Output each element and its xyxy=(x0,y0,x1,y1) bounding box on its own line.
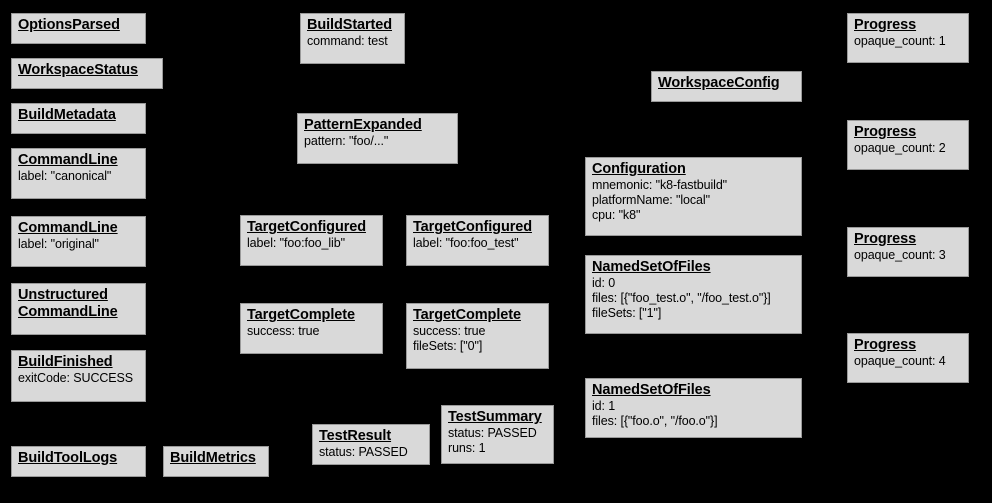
node-title: WorkspaceConfig xyxy=(658,75,780,91)
node-options-parsed[interactable]: OptionsParsed xyxy=(11,13,146,44)
node-fields: mnemonic: "k8-fastbuild"platformName: "l… xyxy=(592,178,796,223)
node-title: WorkspaceStatus xyxy=(18,62,138,78)
node-unstructured-command-line[interactable]: Unstructured CommandLine xyxy=(11,283,146,335)
node-field: label: "canonical" xyxy=(18,169,112,183)
node-field: exitCode: SUCCESS xyxy=(18,371,134,385)
node-field: id: 0 xyxy=(592,276,616,290)
node-title: Unstructured CommandLine xyxy=(18,287,118,320)
node-field: status: PASSED xyxy=(319,445,408,459)
node-field: id: 1 xyxy=(592,399,616,413)
node-title: TargetComplete xyxy=(247,307,355,323)
node-field: opaque_count: 2 xyxy=(854,141,946,155)
node-fields: status: PASSED xyxy=(319,445,424,460)
node-build-tool-logs[interactable]: BuildToolLogs xyxy=(11,446,146,477)
node-build-metrics[interactable]: BuildMetrics xyxy=(163,446,269,477)
node-title: BuildStarted xyxy=(307,17,393,33)
node-title: TargetComplete xyxy=(413,307,521,323)
node-title: Configuration xyxy=(592,161,686,177)
node-field: opaque_count: 4 xyxy=(854,354,946,368)
node-fields: label: "original" xyxy=(18,237,140,252)
node-title: Progress xyxy=(854,337,917,353)
node-title: BuildMetadata xyxy=(18,107,116,123)
node-field: opaque_count: 3 xyxy=(854,248,946,262)
node-fields: pattern: "foo/..." xyxy=(304,134,452,149)
node-workspace-status[interactable]: WorkspaceStatus xyxy=(11,58,163,89)
node-field: runs: 1 xyxy=(448,441,486,455)
node-fields: success: true xyxy=(247,324,377,339)
node-field: status: PASSED xyxy=(448,426,537,440)
node-title: TestSummary xyxy=(448,409,542,425)
node-field: success: true xyxy=(247,324,320,338)
node-field: fileSets: ["1"] xyxy=(592,306,662,320)
node-field: files: [{"foo_test.o", "/foo_test.o"}] xyxy=(592,291,771,305)
node-field: label: "original" xyxy=(18,237,99,251)
node-title: TargetConfigured xyxy=(247,219,366,235)
node-field: mnemonic: "k8-fastbuild" xyxy=(592,178,728,192)
node-title: BuildMetrics xyxy=(170,450,256,466)
node-title: NamedSetOfFiles xyxy=(592,259,711,275)
node-fields: opaque_count: 2 xyxy=(854,141,963,156)
node-fields: opaque_count: 3 xyxy=(854,248,963,263)
node-fields: exitCode: SUCCESS xyxy=(18,371,140,386)
node-title: OptionsParsed xyxy=(18,17,120,33)
node-title: CommandLine xyxy=(18,152,118,168)
node-field: files: [{"foo.o", "/foo.o"}] xyxy=(592,414,718,428)
node-title: TargetConfigured xyxy=(413,219,532,235)
node-title: PatternExpanded xyxy=(304,117,422,133)
node-title: NamedSetOfFiles xyxy=(592,382,711,398)
node-fields: label: "canonical" xyxy=(18,169,140,184)
node-title: BuildToolLogs xyxy=(18,450,118,466)
node-build-metadata[interactable]: BuildMetadata xyxy=(11,103,146,134)
node-field: label: "foo:foo_test" xyxy=(413,236,519,250)
node-field: fileSets: ["0"] xyxy=(413,339,483,353)
node-field: cpu: "k8" xyxy=(592,208,641,222)
node-field: success: true xyxy=(413,324,486,338)
node-workspace-config[interactable]: WorkspaceConfig xyxy=(651,71,802,102)
node-field: opaque_count: 1 xyxy=(854,34,946,48)
node-fields: opaque_count: 4 xyxy=(854,354,963,369)
node-fields: label: "foo:foo_test" xyxy=(413,236,543,251)
node-title: Progress xyxy=(854,17,917,33)
node-field: platformName: "local" xyxy=(592,193,710,207)
node-fields: command: test xyxy=(307,34,399,49)
node-field: pattern: "foo/..." xyxy=(304,134,389,148)
node-fields: label: "foo:foo_lib" xyxy=(247,236,377,251)
node-title: Progress xyxy=(854,231,917,247)
node-fields: opaque_count: 1 xyxy=(854,34,963,49)
node-title: CommandLine xyxy=(18,220,118,236)
node-title: TestResult xyxy=(319,428,392,444)
node-title: BuildFinished xyxy=(18,354,113,370)
node-field: command: test xyxy=(307,34,388,48)
node-field: label: "foo:foo_lib" xyxy=(247,236,345,250)
node-title: Progress xyxy=(854,124,917,140)
